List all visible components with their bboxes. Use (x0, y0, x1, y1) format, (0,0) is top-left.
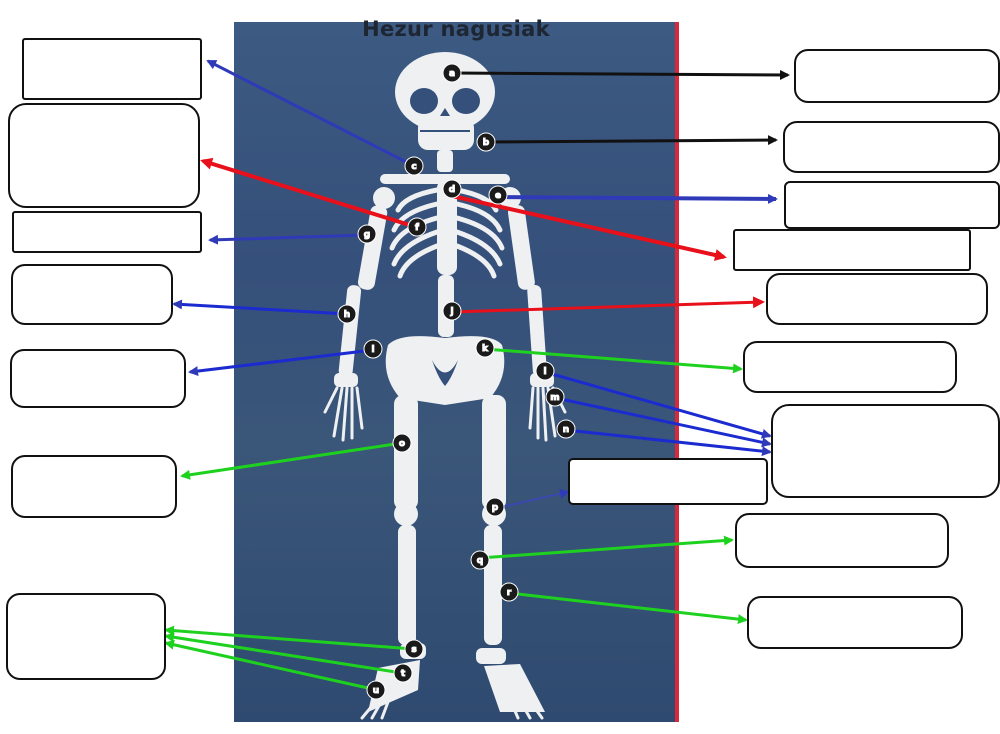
diagram-title: Hezur nagusiak (362, 17, 550, 41)
arrow-t (164, 632, 403, 675)
marker-k: k (475, 338, 495, 358)
answer-box-i[interactable] (10, 349, 186, 408)
svg-text:t: t (401, 669, 406, 679)
poster-red-edge (675, 22, 679, 722)
svg-text:n: n (563, 425, 569, 435)
svg-text:e: e (495, 191, 501, 201)
svg-text:h: h (344, 310, 350, 320)
answer-box-b[interactable] (783, 121, 1000, 173)
answer-box-g[interactable] (12, 211, 202, 253)
answer-box-h[interactable] (11, 264, 173, 325)
answer-box-e[interactable] (784, 181, 1000, 229)
marker-d: d (442, 179, 462, 199)
answer-box-d[interactable] (733, 229, 971, 271)
answer-box-p[interactable] (568, 458, 768, 505)
marker-r: r (499, 582, 519, 602)
arrow-r (508, 591, 748, 625)
marker-u: u (366, 680, 386, 700)
svg-text:i: i (371, 345, 374, 355)
marker-b: b (476, 132, 496, 152)
svg-text:d: d (449, 185, 455, 195)
answer-box-r[interactable] (747, 596, 963, 649)
svg-text:m: m (550, 393, 559, 403)
marker-m: m (545, 387, 565, 407)
svg-text:f: f (415, 223, 419, 233)
arrow-u (164, 639, 378, 692)
answer-box-a[interactable] (794, 49, 1000, 103)
answer-box-f[interactable] (8, 103, 200, 208)
marker-s: s (404, 639, 424, 659)
arrow-e (497, 193, 778, 204)
arrow-j (451, 296, 765, 314)
svg-text:b: b (483, 138, 490, 148)
answer-box-o[interactable] (11, 455, 177, 518)
svg-text:a: a (449, 69, 455, 79)
marker-l: l (535, 361, 555, 381)
arrow-h (172, 299, 348, 316)
svg-text:s: s (411, 645, 416, 655)
svg-text:j: j (449, 307, 453, 317)
marker-p: p (485, 497, 505, 517)
marker-o: o (392, 433, 412, 453)
arrow-a (451, 69, 790, 80)
arrow-c (206, 59, 415, 168)
arrow-p (496, 488, 570, 509)
arrow-f (200, 157, 417, 229)
arrow-i (188, 348, 374, 377)
svg-text:g: g (364, 230, 370, 240)
marker-i: i (363, 339, 383, 359)
marker-t: t (393, 663, 413, 683)
marker-a: a (442, 63, 462, 83)
arrow-m (555, 396, 772, 448)
svg-text:p: p (492, 503, 499, 513)
answer-box-c[interactable] (22, 38, 202, 100)
marker-f: f (407, 217, 427, 237)
marker-g: g (357, 224, 377, 244)
arrow-q (479, 535, 734, 560)
svg-text:u: u (373, 686, 379, 696)
answer-box-s-t-u[interactable] (6, 593, 166, 680)
arrow-k (484, 347, 743, 374)
marker-h: h (337, 304, 357, 324)
arrow-d (451, 194, 727, 261)
marker-e: e (488, 185, 508, 205)
svg-text:o: o (399, 439, 405, 449)
svg-text:k: k (482, 344, 489, 354)
answer-box-l-m-n[interactable] (771, 404, 1000, 498)
arrow-s (164, 625, 414, 651)
answer-box-q[interactable] (735, 513, 949, 568)
arrow-l (544, 370, 772, 439)
marker-j: j (442, 301, 462, 321)
marker-q: q (470, 550, 490, 570)
svg-text:q: q (477, 556, 483, 566)
marker-n: n (556, 419, 576, 439)
svg-text:r: r (507, 588, 512, 598)
arrow-g (208, 233, 368, 245)
answer-box-j[interactable] (766, 273, 988, 325)
svg-text:l: l (543, 367, 546, 377)
arrow-n (565, 428, 772, 457)
arrow-o (180, 441, 403, 480)
arrow-b (485, 135, 778, 146)
svg-text:c: c (411, 162, 416, 172)
marker-c: c (404, 156, 424, 176)
answer-box-k[interactable] (743, 341, 957, 393)
